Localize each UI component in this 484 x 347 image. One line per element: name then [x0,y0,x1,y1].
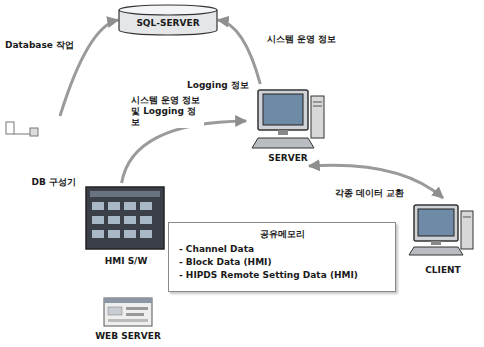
db-tool-icon [6,122,38,136]
database-cylinder: SQL-SERVER [118,4,218,36]
box-item: - Block Data (HMI) [179,256,272,269]
web-server-node: WEB SERVER [88,294,168,344]
flow-label: 각종 데이터 교환 [334,188,405,199]
flow-arrow [60,20,118,116]
node-label: HMI S/W [105,256,148,267]
box-item: - HIPDS Remote Setting Data (HMI) [179,269,358,282]
db-tool-node: DB 구성기 [0,116,80,190]
node-label: CLIENT [425,265,461,276]
flow-label: 시스템 운영 정보 [266,34,337,45]
flow-label: Database 작업 [4,40,75,51]
shared-memory-box: 공유메모리 - Channel Data- Block Data (HMI)- H… [168,222,396,292]
client-computer [409,205,473,255]
node-label: SERVER [268,153,308,164]
server-node: SERVER [246,84,330,166]
flow-label: 시스템 운영 정보 및 Logging 정보 [130,95,204,128]
server-computer [252,90,324,148]
flow-label: Logging 정보 [186,80,250,91]
hmi-node: HMI S/W [82,183,170,269]
flow-arrow [122,121,246,183]
node-label: WEB SERVER [95,331,161,342]
box-item: - Channel Data [179,243,254,256]
client-node: CLIENT [404,198,482,278]
node-label: SQL-SERVER [136,18,199,29]
box-heading: 공유메모리 [260,228,305,241]
flow-arrow [218,20,260,84]
web-server-icon [104,298,152,326]
flow-arrow [309,165,443,198]
node-label: DB 구성기 [32,177,76,188]
hmi-screen [86,187,164,249]
